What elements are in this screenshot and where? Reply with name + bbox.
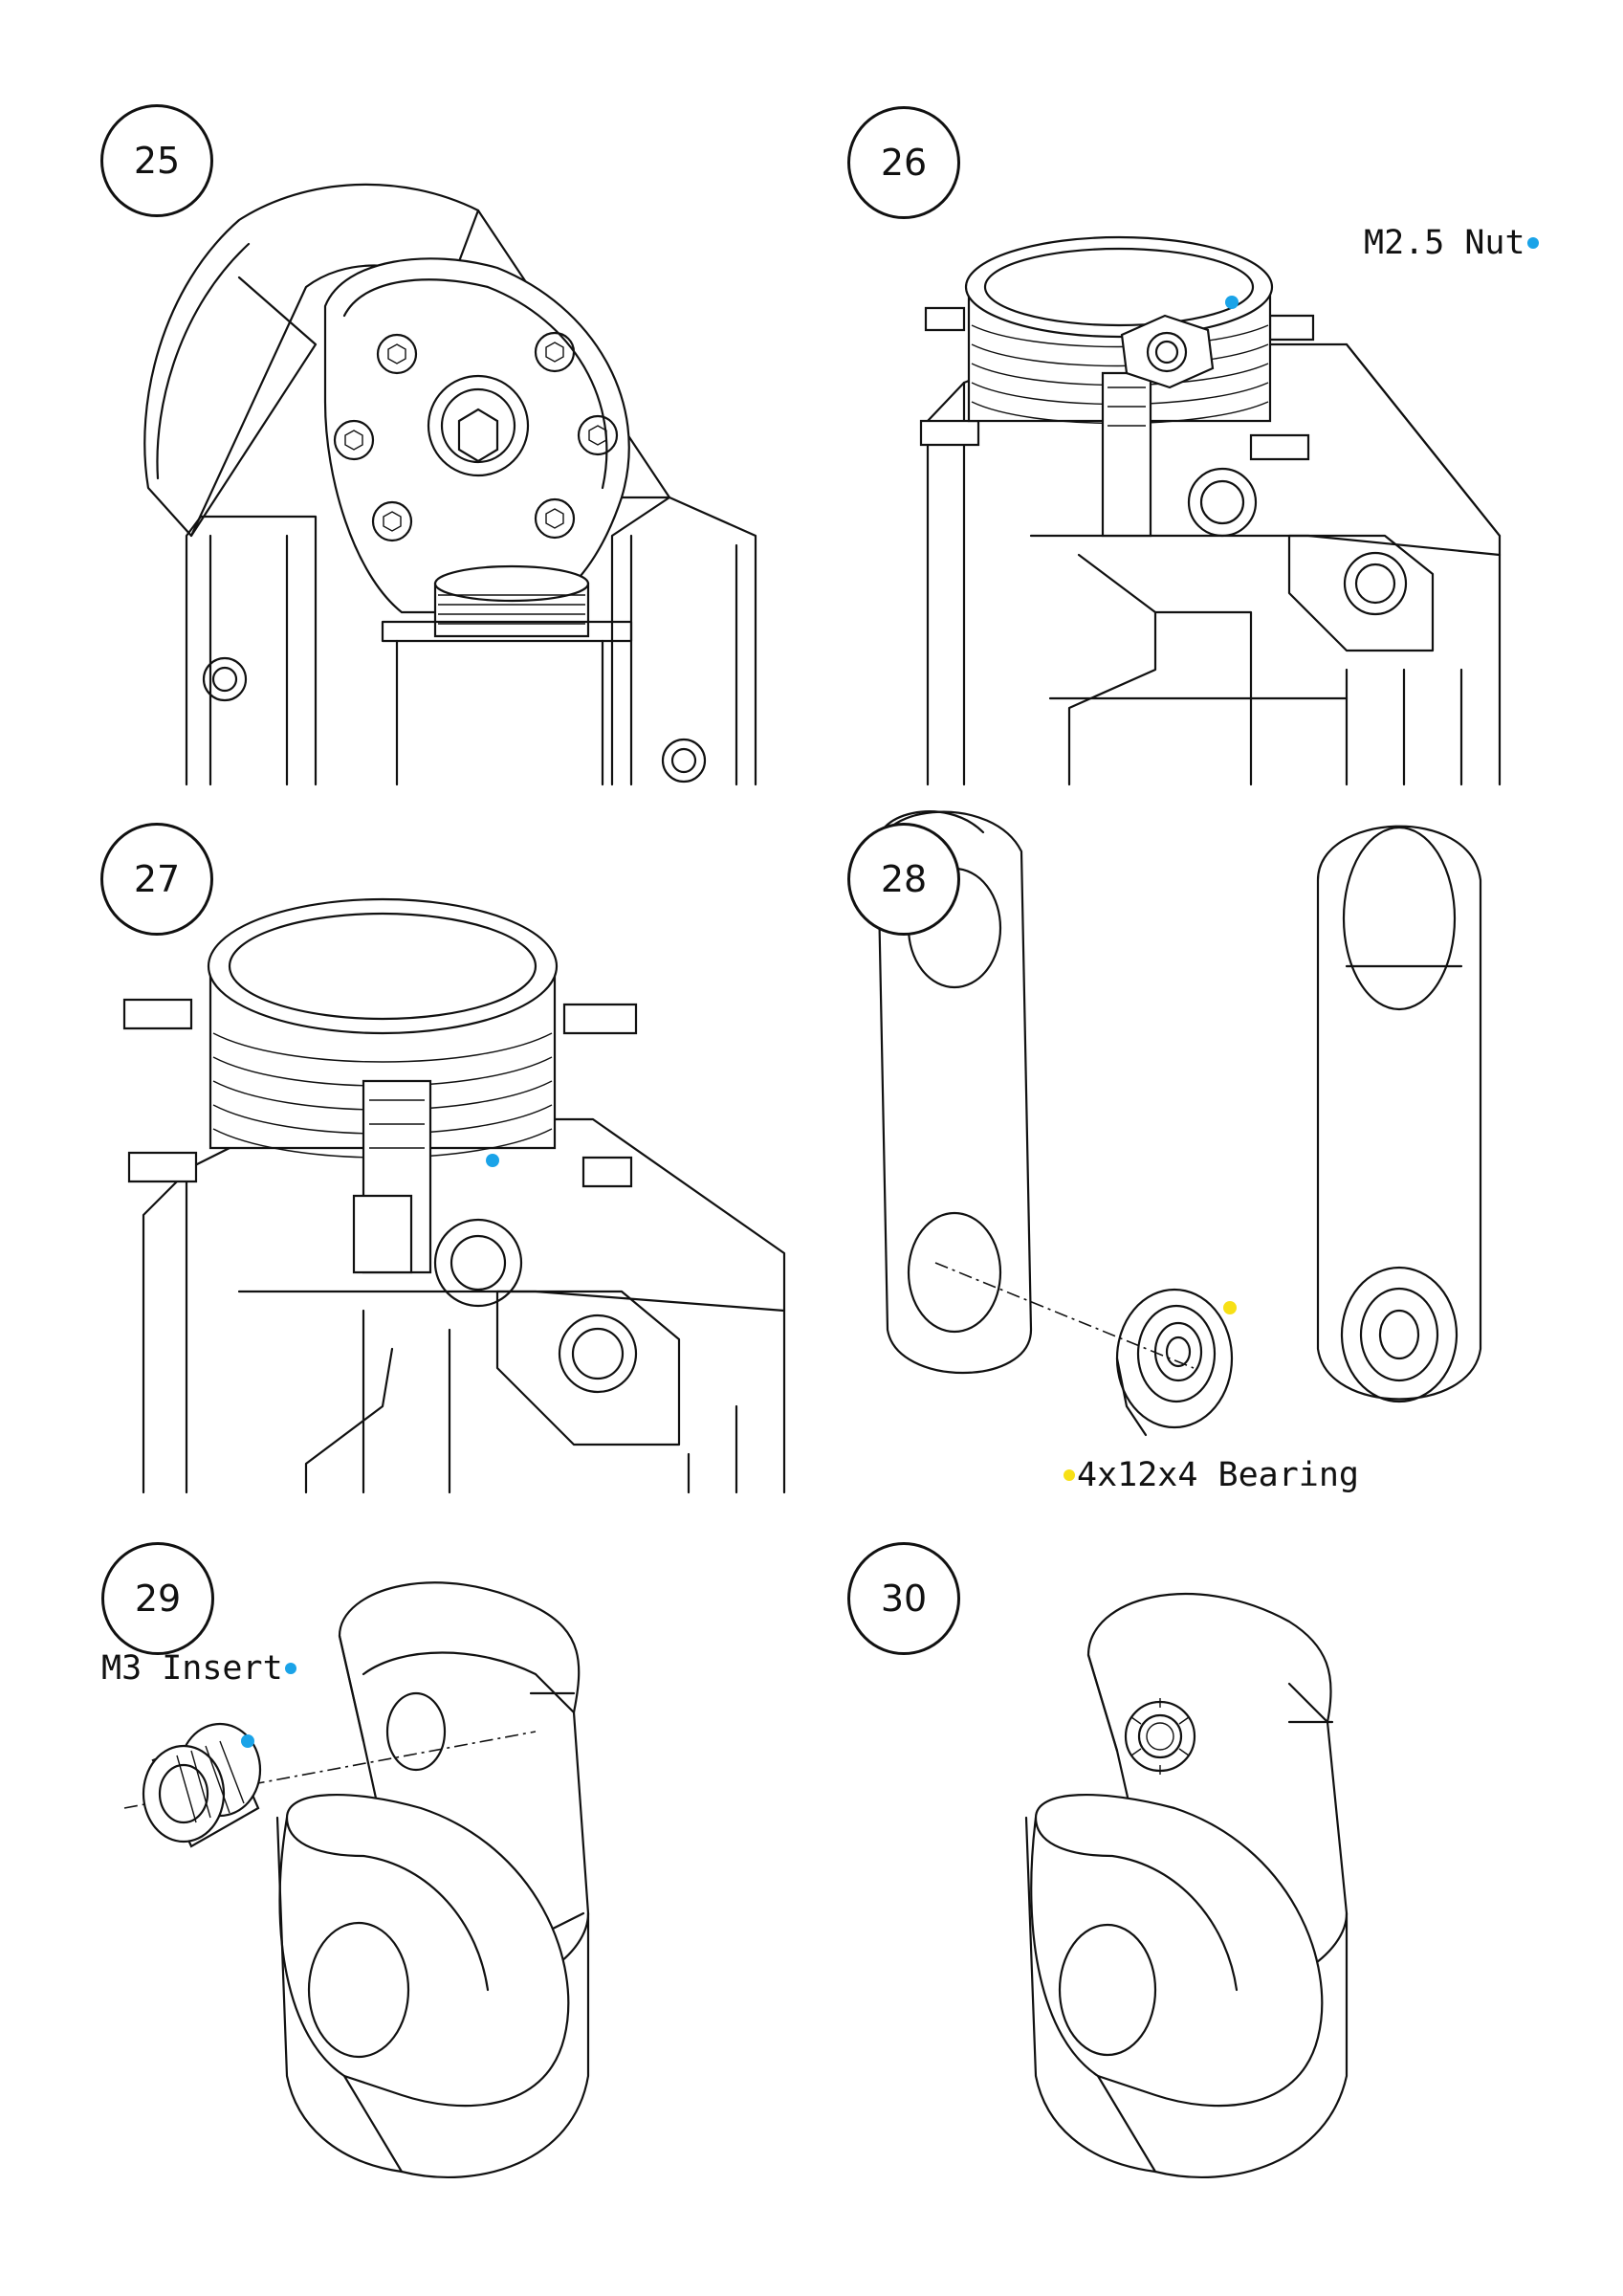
insert-callout-dot [284, 1663, 296, 1674]
nut-marker [1225, 296, 1239, 309]
step-28-panel: 28 4x12x4 Bearing [811, 794, 1623, 1502]
bearing-callout: 4x12x4 Bearing [1064, 1456, 1359, 1494]
step-30-number: 30 [880, 1578, 928, 1620]
step-25-number: 25 [133, 140, 181, 182]
step-27-number: 27 [133, 858, 181, 900]
step-27-panel: 27 [0, 794, 811, 1502]
bearing-callout-text: 4x12x4 Bearing [1077, 1456, 1360, 1494]
insert-position-marker [486, 1154, 499, 1167]
step-30-badge: 30 [847, 1542, 960, 1655]
step-28-badge: 28 [847, 823, 960, 936]
step-30-panel: 30 [811, 1502, 1623, 2296]
insert-marker [241, 1734, 254, 1748]
step-29-number: 29 [134, 1578, 182, 1620]
step-25-badge: 25 [100, 104, 213, 217]
step-25-panel: 25 [0, 0, 811, 794]
step-30-illustration [1024, 1593, 1349, 2178]
step-29-illustration [123, 1581, 590, 2178]
step-28-illustration [876, 810, 1482, 1437]
step-27-badge: 27 [100, 823, 213, 936]
step-27-illustration [122, 897, 786, 1494]
bearing-callout-dot [1064, 1469, 1075, 1481]
nut-callout-text: M2.5 Nut [1364, 224, 1525, 262]
step-26-illustration [919, 235, 1502, 786]
step-28-number: 28 [880, 858, 928, 900]
nut-callout-dot [1526, 237, 1539, 249]
bearing-marker [1223, 1301, 1237, 1314]
insert-callout: M3 Insert [101, 1649, 296, 1688]
nut-callout: M2.5 Nut [1364, 224, 1539, 262]
step-26-badge: 26 [847, 106, 960, 219]
insert-callout-text: M3 Insert [101, 1649, 283, 1688]
step-26-number: 26 [880, 142, 928, 184]
step-25-illustration [143, 183, 757, 786]
step-26-panel: 26 M2.5 Nut [811, 0, 1623, 794]
step-29-panel: 29 M3 Insert [0, 1502, 811, 2296]
step-29-badge: 29 [101, 1542, 214, 1655]
